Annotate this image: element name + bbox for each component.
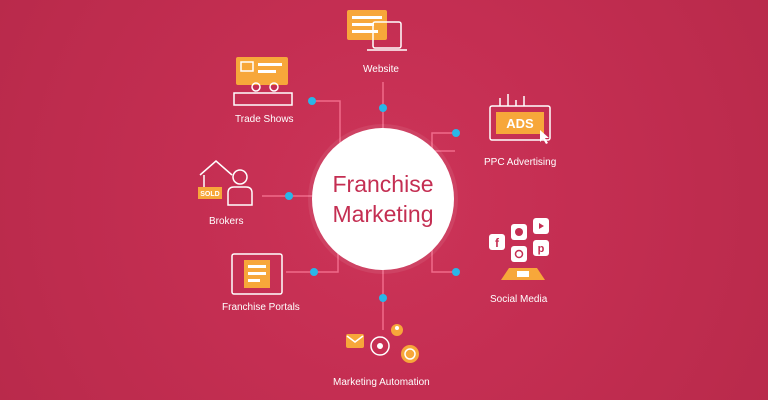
connector-social bbox=[431, 240, 456, 273]
center-title-line1: Franchise bbox=[332, 171, 434, 197]
label-brokers: Brokers bbox=[209, 216, 244, 227]
svg-text:f: f bbox=[495, 236, 500, 250]
connector-portals bbox=[286, 248, 339, 273]
node-dot-brokers bbox=[285, 192, 293, 200]
trade-show-booth-icon bbox=[233, 57, 293, 106]
instagram-icon bbox=[511, 246, 527, 262]
gear-icon bbox=[370, 336, 390, 356]
label-website: Website bbox=[363, 64, 399, 75]
social-media-icon: f p bbox=[489, 218, 549, 280]
website-icon bbox=[347, 10, 407, 51]
label-ppc-advertising: PPC Advertising bbox=[484, 157, 557, 168]
node-dot-trade-shows bbox=[308, 97, 316, 105]
svg-text:p: p bbox=[538, 243, 545, 255]
facebook-icon bbox=[489, 234, 505, 250]
connector-trade-shows bbox=[312, 100, 341, 148]
center-circle: Franchise Marketing bbox=[312, 128, 454, 270]
node-dot-ppc bbox=[452, 129, 460, 137]
center-title-line2: Marketing bbox=[332, 201, 434, 227]
node-dot-website bbox=[379, 104, 387, 112]
connector-ppc bbox=[431, 132, 456, 152]
marketing-automation-icon bbox=[346, 324, 419, 363]
ads-icon: ADS bbox=[489, 94, 551, 144]
pinterest-icon bbox=[533, 240, 549, 256]
node-dot-social bbox=[452, 268, 460, 276]
sold-sign-text: SOLD bbox=[200, 191, 219, 198]
node-dot-portals bbox=[310, 268, 318, 276]
broker-icon: SOLD bbox=[198, 160, 253, 206]
label-marketing-automation: Marketing Automation bbox=[333, 377, 430, 388]
franchise-portal-icon bbox=[231, 253, 283, 295]
label-trade-shows: Trade Shows bbox=[235, 114, 294, 125]
label-social-media: Social Media bbox=[490, 294, 548, 305]
label-franchise-portals: Franchise Portals bbox=[222, 302, 300, 313]
ads-icon-text: ADS bbox=[506, 116, 534, 131]
node-dot-automation bbox=[379, 294, 387, 302]
